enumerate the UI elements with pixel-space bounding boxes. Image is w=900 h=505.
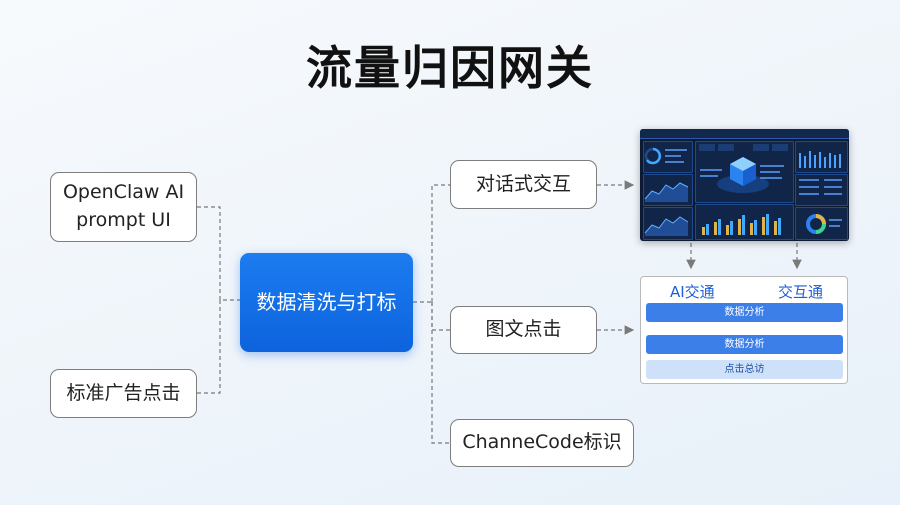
- dashboard-graphics: [644, 144, 842, 236]
- node-openclaw-line2: prompt UI: [76, 209, 171, 231]
- dash-panel-donut: [795, 207, 848, 240]
- dashboard-image: [640, 129, 849, 241]
- result-header-ai: AI交通: [670, 283, 715, 301]
- connector-left-top: [197, 206, 240, 301]
- node-dialog-interaction-label: 对话式交互: [475, 172, 571, 195]
- node-standard-ad-click-label: 标准广告点击: [66, 381, 181, 404]
- node-standard-ad-click: 标准广告点击: [50, 369, 197, 418]
- dashboard-header: [640, 129, 849, 139]
- diagram-title: 流量归因网关: [306, 41, 594, 95]
- node-channecode-label: ChanneCode标识: [462, 431, 622, 454]
- node-dialog-interaction: 对话式交互: [450, 160, 597, 209]
- connector-right-top: [431, 184, 450, 302]
- node-openclaw-line1: OpenClaw AI: [62, 181, 185, 204]
- result-panel: AI交通 交互通 数据分析 数据分析 点击总访: [640, 276, 848, 384]
- result-header-interaction: 交互通: [778, 283, 824, 301]
- node-data-cleaning: 数据清洗与打标: [240, 253, 413, 352]
- connector-left-bottom: [197, 300, 221, 394]
- node-channecode: ChanneCode标识: [450, 419, 634, 467]
- connector-right-bottom: [431, 302, 450, 444]
- node-openclaw-prompt-ui: OpenClaw AI prompt UI: [50, 172, 197, 242]
- node-data-cleaning-label: 数据清洗与打标: [256, 290, 397, 314]
- node-image-text-click: 图文点击: [450, 306, 597, 354]
- dash-panel-gauge: [643, 141, 693, 173]
- result-bar-3: 点击总访: [646, 360, 843, 379]
- result-bar-2: 数据分析: [646, 335, 843, 354]
- node-image-text-click-label: 图文点击: [485, 318, 562, 341]
- connector-right-mid: [431, 302, 450, 331]
- result-bar-1: 数据分析: [646, 303, 843, 322]
